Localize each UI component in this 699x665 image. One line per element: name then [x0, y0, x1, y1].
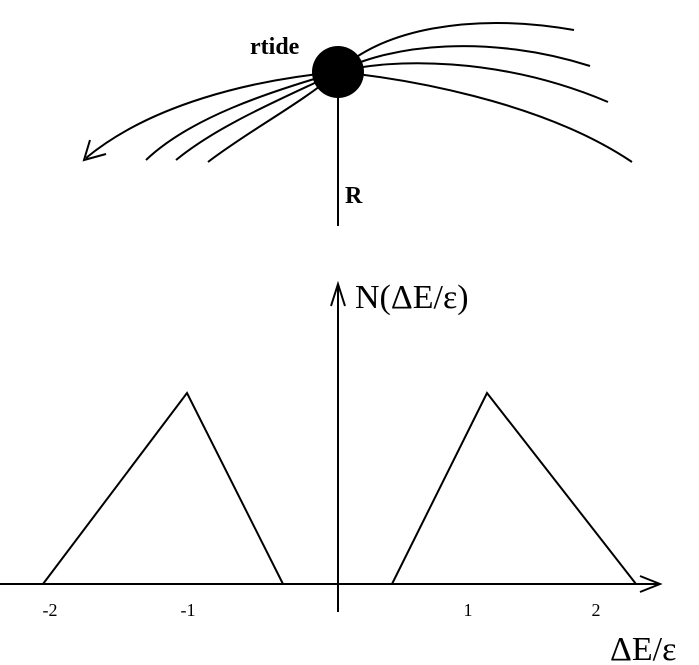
positive-energy-peak [391, 391, 637, 585]
x-axis-label: ΔE/ε [610, 631, 676, 665]
stream-curve-leading-2 [337, 45, 591, 73]
orbit-panel: rtide R [82, 22, 633, 226]
tidal-radius-label: rtide [250, 34, 300, 60]
negative-energy-peak [42, 391, 284, 585]
stream-curve-trailing-1 [145, 71, 339, 161]
stream-arrowhead [82, 139, 107, 162]
tick-label: -2 [43, 600, 58, 620]
tick-label: 2 [592, 600, 601, 620]
y-axis-arrowhead [330, 280, 346, 307]
tick-label: -1 [181, 600, 196, 620]
satellite-body [312, 46, 364, 98]
stream-curve-trailing-2 [175, 71, 339, 161]
tick-label: 1 [464, 600, 473, 620]
y-axis-label: N(ΔE/ε) [355, 279, 469, 316]
stream-curve-trailing-main [85, 71, 339, 159]
energy-distribution-panel: N(ΔE/ε) ΔE/ε -2 -1 1 2 [0, 279, 676, 665]
x-axis-arrowhead [639, 575, 663, 593]
stream-curve-outer [337, 71, 633, 163]
radius-label: R [345, 183, 363, 209]
